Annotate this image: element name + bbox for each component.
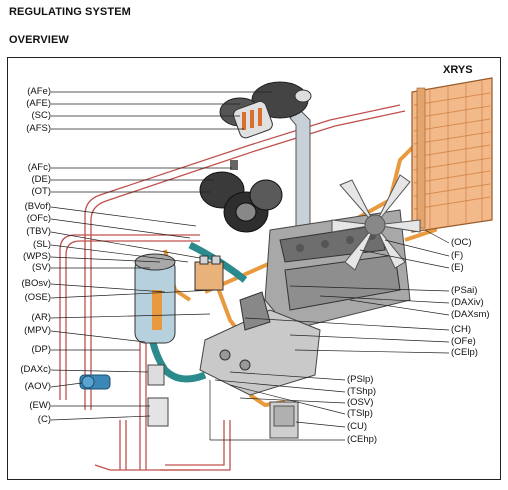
right-leader-lines [209,229,450,441]
label-celp: (CElp) [451,347,478,358]
label-bosv: (BOsv) [21,278,51,289]
radiator [411,77,493,233]
label-c: (C) [37,414,51,425]
label-bvof: (BVof) [24,201,51,212]
label-psai: (PSai) [451,285,478,296]
label-ch: (CH) [451,324,472,335]
label-ofc: (OFc) [26,213,51,224]
pump [79,374,111,390]
label-wps: (WPS) [23,251,51,262]
label-tshp: (TShp) [347,386,377,397]
label-aov: (AOV) [24,381,51,392]
label-e: (E) [451,262,464,273]
transmission [199,291,321,396]
expansion-tank [134,253,176,344]
label-sl: (SL) [33,239,51,250]
control-boxes [147,364,299,439]
label-daxsm: (DAXsm) [451,309,490,320]
label-f: (F) [451,250,464,261]
label-cehp: (CEhp) [347,434,378,445]
label-pslp: (PSlp) [347,374,374,385]
label-ot: (OT) [31,186,51,197]
label-de: (DE) [31,174,51,185]
section-subtitle: OVERVIEW [9,34,69,46]
label-oc: (OC) [451,237,472,248]
label-sv: (SV) [32,262,51,273]
label-dp: (DP) [31,344,51,355]
label-tslp: (TSlp) [347,408,373,419]
label-afs: (AFS) [26,123,51,134]
label-ar: (AR) [31,312,51,323]
air-filter-top [219,81,312,139]
left-leader-lines [50,91,272,421]
label-cu: (CU) [347,421,368,432]
air-cleaner-lower [199,160,283,233]
label-afe-upper: (AFE) [26,98,51,109]
valve-block [194,255,224,291]
label-ew: (EW) [29,400,51,411]
label-mpv: (MPV) [24,325,51,336]
diagram-frame [7,57,501,480]
label-afc: (AFc) [27,162,51,173]
label-osv: (OSV) [347,397,374,408]
label-ofe: (OFe) [451,336,476,347]
label-afe-lower: (AFe) [27,86,51,97]
label-tbv: (TBV) [26,226,51,237]
model-label: XRYS [443,64,473,76]
label-sc: (SC) [31,110,51,121]
label-ose: (OSE) [24,292,51,303]
label-daxc: (DAXc) [20,364,51,375]
label-daxiv: (DAXiv) [451,297,484,308]
page-title: REGULATING SYSTEM [9,6,131,18]
